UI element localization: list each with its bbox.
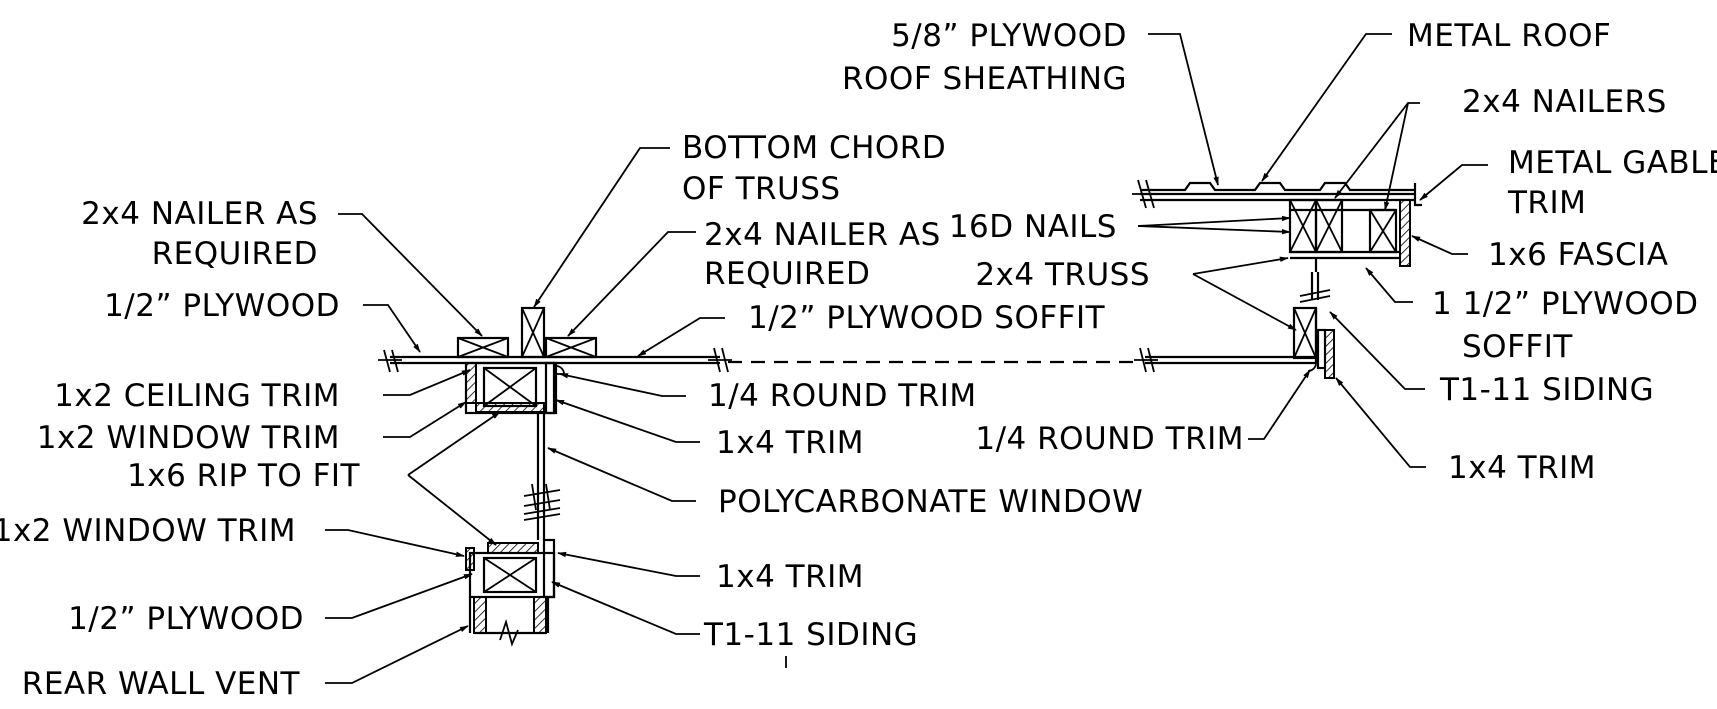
label-metal-gable-trim: METAL GABLE bbox=[1508, 145, 1717, 181]
label-polycarbonate-window: POLYCARBONATE WINDOW bbox=[718, 484, 1143, 520]
label-16d-nails: 16D NAILS bbox=[949, 209, 1117, 245]
label-1x2-window-trim-lower: 1x2 WINDOW TRIM bbox=[0, 513, 296, 549]
right-detail-geometry bbox=[1132, 179, 1422, 379]
label-t1-11-siding-lower: T1-11 SIDING bbox=[703, 617, 918, 653]
label-1-2-plywood-bottom: 1/2” PLYWOOD bbox=[68, 601, 304, 637]
label-metal-gable-trim-2: TRIM bbox=[1507, 185, 1586, 221]
break-mark bbox=[1299, 289, 1331, 303]
label-1-1-2-plywood-soffit-2: SOFFIT bbox=[1462, 329, 1573, 365]
break-mark bbox=[1134, 347, 1158, 373]
label-1-2-plywood-top: 1/2” PLYWOOD bbox=[104, 288, 340, 324]
label-bottom-chord: BOTTOM CHORD bbox=[682, 130, 946, 166]
label-1-4-round-trim-right: 1/4 ROUND TRIM bbox=[975, 421, 1244, 457]
label-plywood-roof-sheathing-2: ROOF SHEATHING bbox=[842, 61, 1127, 97]
label-2x4-nailers: 2x4 NAILERS bbox=[1462, 84, 1667, 120]
break-mark bbox=[523, 507, 561, 521]
label-plywood-roof-sheathing: 5/8” PLYWOOD bbox=[891, 18, 1127, 54]
label-2x4-nailer-left-2: REQUIRED bbox=[152, 236, 318, 272]
label-bottom-chord-2: OF TRUSS bbox=[682, 171, 841, 207]
center-detail-geometry bbox=[378, 306, 1140, 668]
label-rear-wall-vent: REAR WALL VENT bbox=[22, 666, 301, 702]
label-1-1-2-plywood-soffit: 1 1/2” PLYWOOD bbox=[1432, 286, 1699, 322]
break-mark bbox=[523, 483, 561, 511]
break-mark bbox=[1132, 179, 1158, 209]
labels: 5/8” PLYWOOD ROOF SHEATHING METAL ROOF 2… bbox=[0, 18, 1717, 702]
label-1x6-fascia: 1x6 FASCIA bbox=[1488, 237, 1669, 273]
label-1x4-trim-center: 1x4 TRIM bbox=[716, 425, 864, 461]
label-1-2-plywood-soffit: 1/2” PLYWOOD SOFFIT bbox=[748, 300, 1106, 336]
label-2x4-nailer-left: 2x4 NAILER AS bbox=[81, 196, 318, 232]
label-t1-11-siding-right: T1-11 SIDING bbox=[1439, 372, 1654, 408]
label-2x4-nailer-center: 2x4 NAILER AS bbox=[704, 217, 941, 253]
leader-lines bbox=[325, 33, 1488, 684]
break-mark bbox=[378, 349, 402, 373]
label-1x4-trim-right: 1x4 TRIM bbox=[1448, 450, 1596, 486]
label-2x4-truss: 2x4 TRUSS bbox=[975, 257, 1150, 293]
break-mark bbox=[708, 347, 732, 373]
label-2x4-nailer-center-2: REQUIRED bbox=[704, 256, 870, 292]
label-1x6-rip-to-fit: 1x6 RIP TO FIT bbox=[127, 458, 361, 494]
label-1-4-round-trim-center: 1/4 ROUND TRIM bbox=[708, 378, 977, 414]
label-1x4-trim-lower: 1x4 TRIM bbox=[716, 559, 864, 595]
label-1x2-ceiling-trim: 1x2 CEILING TRIM bbox=[54, 378, 340, 414]
label-metal-roof: METAL ROOF bbox=[1407, 18, 1611, 54]
label-1x2-window-trim-upper: 1x2 WINDOW TRIM bbox=[37, 420, 340, 456]
